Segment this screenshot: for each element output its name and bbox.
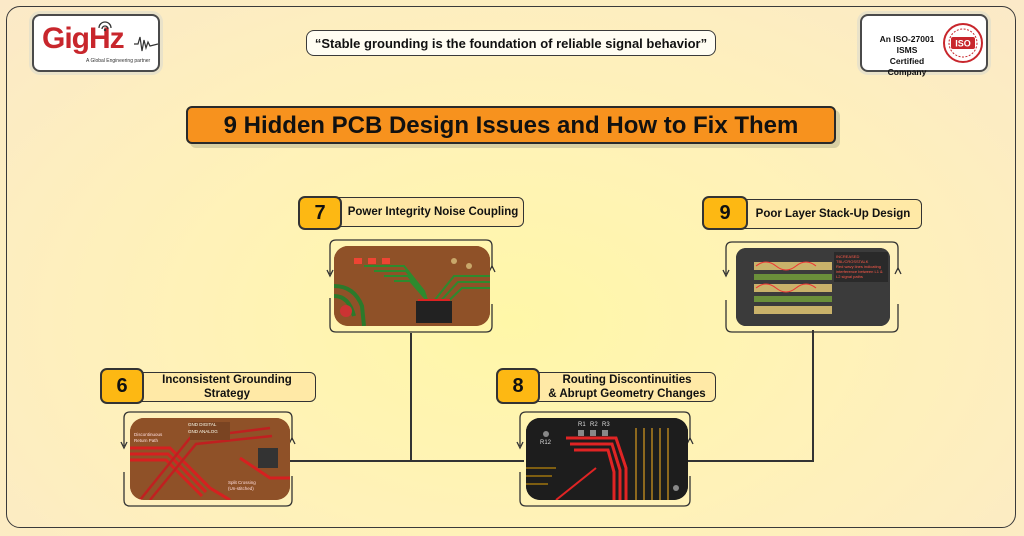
- waveform-icon: [134, 36, 158, 52]
- routing-traces: [526, 418, 688, 500]
- issue-7-illustration: [322, 238, 500, 334]
- routing-label-r12: R12: [540, 440, 552, 446]
- issue-9-label: Poor Layer Stack-Up Design: [720, 199, 922, 229]
- stackup-layers: [736, 248, 890, 326]
- page-frame: [6, 6, 1016, 528]
- issue-7-label: Power Integrity Noise Coupling: [318, 197, 524, 227]
- pcb-noise-coupling-image: [334, 246, 490, 326]
- connector-line: [288, 460, 524, 462]
- issue-7-number-badge: 7: [298, 196, 342, 230]
- iso-text: An ISO-27001 ISMS Certified Company: [879, 34, 935, 77]
- issue-8-number-badge: 8: [496, 368, 540, 404]
- stackup-annotation: INCREASED TBL/CROSSTALK Red wavy lines i…: [836, 254, 883, 279]
- connector-line: [410, 333, 412, 461]
- issue-6-number-badge: 6: [100, 368, 144, 404]
- bracket-arrow-icon: [120, 411, 296, 507]
- issue-6-illustration: GND DIGITAL GND ANALOG Discontinuous Ret…: [118, 410, 298, 508]
- routing-label-r3: R3: [602, 422, 610, 428]
- issue-6-label: Inconsistent Grounding Strategy: [118, 372, 316, 402]
- bracket-arrow-icon: [326, 239, 496, 333]
- issue-9-number-badge: 9: [702, 196, 748, 230]
- issue-8-label: Routing Discontinuities & Abrupt Geometr…: [516, 372, 716, 402]
- ground-label-analog: GND ANALOG: [188, 429, 218, 434]
- iso-seal-text: ISO: [955, 39, 971, 49]
- grounding-traces: [130, 418, 290, 500]
- gighz-logo: GigHz A Global Engineering partner: [32, 14, 160, 72]
- bracket-arrow-icon: [516, 411, 694, 507]
- connector-line: [688, 460, 814, 462]
- pcb-traces: [334, 246, 490, 326]
- issue-8-illustration: R12 R1 R2 R3: [514, 410, 696, 508]
- iso-certification-badge: An ISO-27001 ISMS Certified Company ISO: [860, 14, 988, 77]
- pcb-routing-image: R12 R1 R2 R3: [526, 418, 688, 500]
- ground-note-split: Split Crossing (Un-stitched): [228, 480, 256, 491]
- ground-label-digital: GND DIGITAL: [188, 422, 217, 427]
- logo-tagline: A Global Engineering partner: [86, 58, 151, 64]
- page-title: 9 Hidden PCB Design Issues and How to Fi…: [186, 106, 836, 144]
- issue-9-illustration: INCREASED TBL/CROSSTALK Red wavy lines i…: [720, 240, 904, 334]
- connector-line: [812, 330, 814, 461]
- routing-label-r2: R2: [590, 422, 598, 428]
- pcb-stackup-image: INCREASED TBL/CROSSTALK Red wavy lines i…: [736, 248, 890, 326]
- pcb-grounding-image: GND DIGITAL GND ANALOG Discontinuous Ret…: [130, 418, 290, 500]
- routing-label-r1: R1: [578, 422, 586, 428]
- ground-note-return: Discontinuous Return Path: [134, 432, 163, 443]
- bracket-arrow-icon: [722, 241, 902, 333]
- signal-wave-icon: [98, 21, 112, 32]
- quote-banner: “Stable grounding is the foundation of r…: [306, 30, 716, 56]
- iso-seal-icon: ISO: [943, 23, 983, 63]
